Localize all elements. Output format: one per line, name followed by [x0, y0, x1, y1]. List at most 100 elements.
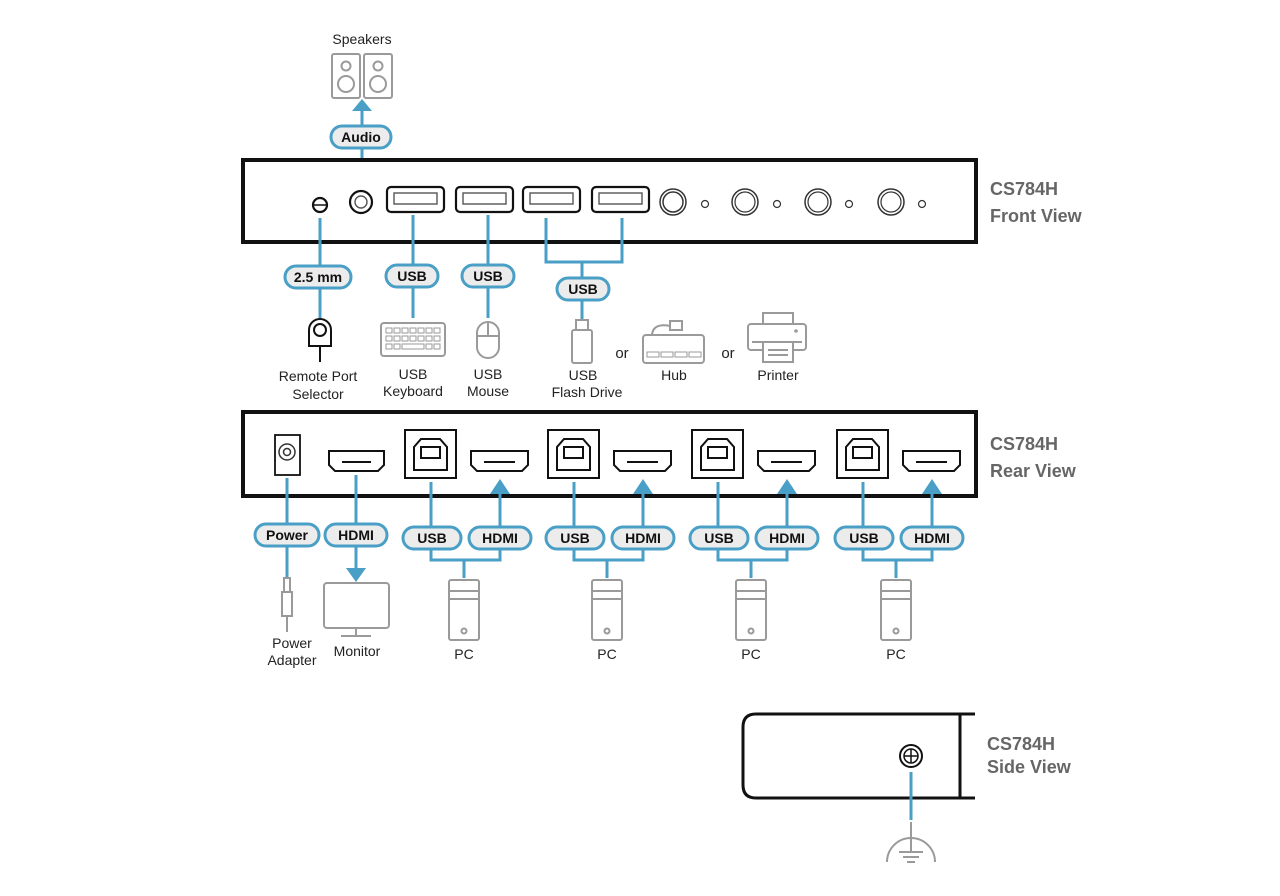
pc-hdmi-port [757, 450, 816, 472]
mouse-label-1: USB [474, 366, 503, 382]
speakers-icon [331, 53, 393, 99]
hub-label: Hub [661, 367, 687, 383]
usb-b-port [547, 429, 600, 479]
console-hdmi-port [328, 450, 385, 472]
remote-label-1: Remote Port [279, 368, 358, 384]
side-view-title-1: CS784H [987, 734, 1055, 754]
pc-usb-pill: USB [401, 525, 463, 551]
usb-b-port [404, 429, 457, 479]
pc-usb-pill: USB [688, 525, 750, 551]
power-jack [274, 434, 301, 476]
svg-text:USB: USB [849, 530, 879, 546]
svg-text:USB: USB [397, 268, 427, 284]
side-view-title-2: Side View [987, 757, 1072, 777]
pc-label: PC [597, 646, 616, 662]
monitor-arrow-icon [346, 568, 366, 582]
pc-hdmi-pill: HDMI [899, 525, 965, 551]
remote-port-selector-icon [308, 318, 332, 362]
hdmi-arrow-icon [922, 479, 942, 494]
pc-label: PC [886, 646, 905, 662]
side-view: CS784H Side View [741, 712, 1072, 863]
pc-label: PC [454, 646, 473, 662]
pc-usb-pill: USB [544, 525, 606, 551]
monitor-label: Monitor [334, 643, 381, 659]
rear-view: CS784H Rear View Power HDMI [241, 410, 1077, 668]
hub-icon [642, 320, 705, 364]
svg-text:Audio: Audio [341, 129, 381, 145]
pc-hdmi-pill: HDMI [754, 525, 820, 551]
pc-port-group: USB HDMI PC [688, 429, 820, 662]
pc-hdmi-pill: HDMI [610, 525, 676, 551]
svg-text:USB: USB [417, 530, 447, 546]
remote-port [311, 196, 329, 214]
mouse-label-2: Mouse [467, 383, 509, 399]
pc-icon [448, 579, 480, 641]
front-view-title-1: CS784H [990, 179, 1058, 199]
usb-b-port [691, 429, 744, 479]
svg-text:HDMI: HDMI [914, 530, 950, 546]
or-label-2: or [721, 345, 734, 362]
mouse-icon [476, 321, 500, 359]
svg-text:USB: USB [704, 530, 734, 546]
front-view-title-2: Front View [990, 206, 1083, 226]
console-hdmi-pill: HDMI [323, 522, 389, 548]
svg-text:HDMI: HDMI [769, 530, 805, 546]
rear-view-title-2: Rear View [990, 461, 1077, 481]
pc-hdmi-port [613, 450, 672, 472]
keyboard-icon [380, 322, 446, 357]
grounding-screw-icon [899, 744, 923, 768]
usb-port-hub-1 [521, 185, 582, 214]
usb-b-port [836, 429, 889, 479]
svg-text:USB: USB [473, 268, 503, 284]
monitor-icon [323, 582, 390, 637]
pc-port-group: USB HDMI PC [401, 429, 533, 662]
hdmi-arrow-icon [633, 479, 653, 494]
front-view: Speakers Audio CS784H Front View [241, 31, 1083, 402]
remote-pill: 2.5 mm [283, 264, 353, 290]
power-pill: Power [253, 522, 321, 548]
svg-text:HDMI: HDMI [482, 530, 518, 546]
speakers-label: Speakers [332, 31, 391, 47]
pc-hdmi-port [902, 450, 961, 472]
pc-icon [591, 579, 623, 641]
keyboard-usb-pill: USB [384, 263, 440, 289]
power-adapter-label-2: Adapter [267, 652, 316, 668]
svg-text:Power: Power [266, 527, 309, 543]
port-select-buttons [659, 188, 927, 216]
pc-icon [880, 579, 912, 641]
keyboard-label-2: Keyboard [383, 383, 443, 399]
svg-text:2.5 mm: 2.5 mm [294, 269, 342, 285]
svg-text:HDMI: HDMI [625, 530, 661, 546]
hub-usb-pill: USB [555, 276, 611, 302]
flash-drive-label-1: USB [569, 367, 598, 383]
audio-arrow-icon [352, 99, 372, 111]
rear-view-title-1: CS784H [990, 434, 1058, 454]
audio-pill: Audio [329, 124, 393, 150]
printer-icon [747, 312, 807, 363]
pc-port-group: USB HDMI PC [544, 429, 676, 662]
svg-text:USB: USB [560, 530, 590, 546]
keyboard-label-1: USB [399, 366, 428, 382]
pc-icon [735, 579, 767, 641]
usb-port-hub-2 [590, 185, 651, 214]
flash-drive-label-2: Flash Drive [552, 384, 623, 400]
pc-label: PC [741, 646, 760, 662]
ground-icon [886, 822, 936, 863]
usb-port-keyboard [385, 185, 446, 214]
pc-port-group: USB HDMI PC [833, 429, 965, 662]
pc-hdmi-port [470, 450, 529, 472]
hdmi-arrow-icon [777, 479, 797, 494]
power-adapter-label-1: Power [272, 635, 312, 651]
hdmi-arrow-icon [490, 479, 510, 494]
pc-usb-pill: USB [833, 525, 895, 551]
audio-jack [348, 189, 374, 215]
flash-drive-icon [571, 319, 593, 364]
printer-label: Printer [757, 367, 799, 383]
svg-text:HDMI: HDMI [338, 527, 374, 543]
mouse-usb-pill: USB [460, 263, 516, 289]
usb-port-mouse [454, 185, 515, 214]
remote-label-2: Selector [292, 386, 344, 402]
svg-text:USB: USB [568, 281, 598, 297]
pc-hdmi-pill: HDMI [467, 525, 533, 551]
